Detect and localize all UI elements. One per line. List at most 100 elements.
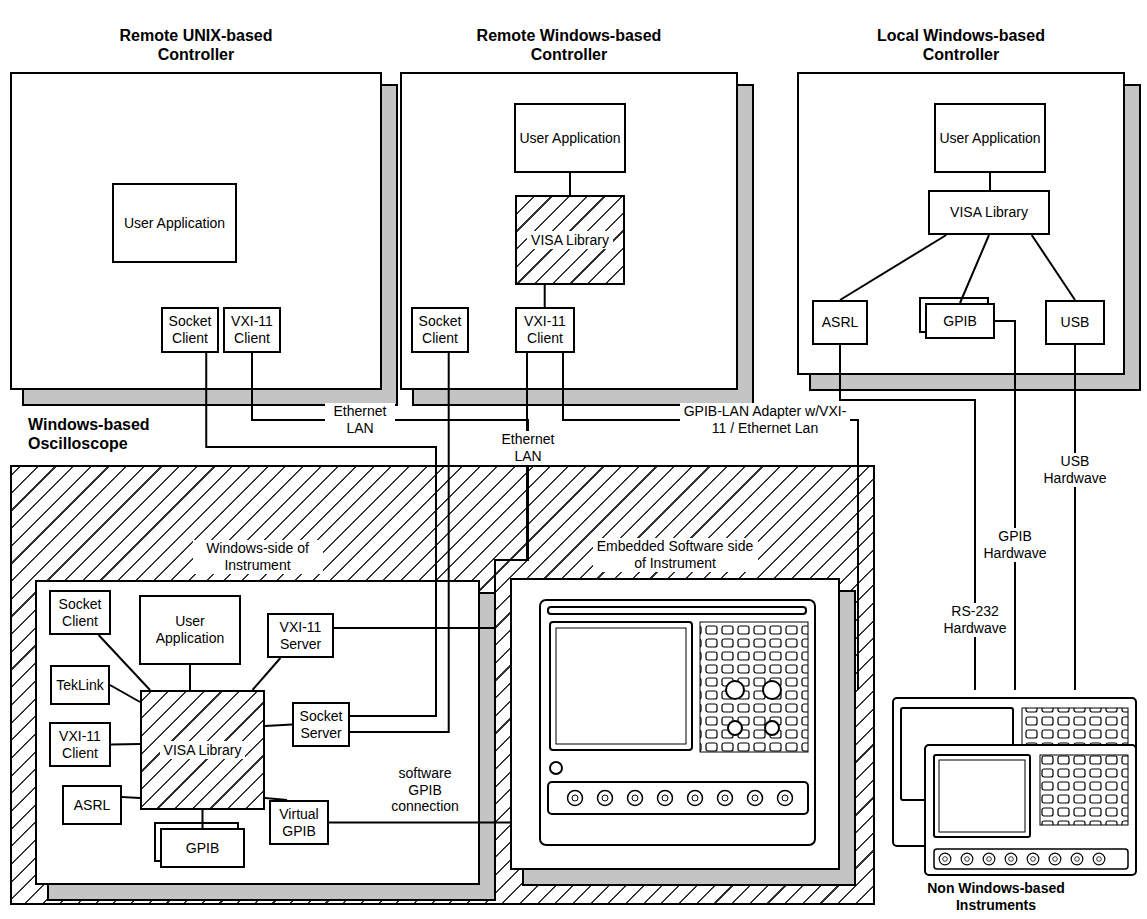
connector-label: USB Hardwave [1039, 453, 1111, 487]
illustration-part [983, 853, 995, 865]
port-block: USB [1045, 300, 1105, 345]
box-label: VXI-11 Client [228, 313, 276, 347]
heading-holder: Windows-based Oscilloscope [28, 415, 178, 453]
port-block: Socket Client [49, 590, 111, 635]
illustration-part [548, 782, 808, 814]
box-heading: Remote Windows-based Controller [454, 26, 684, 64]
illustration-part [961, 853, 973, 865]
illustration-part [1071, 853, 1083, 865]
illustration-part [728, 721, 742, 735]
connector-line [202, 810, 204, 828]
connector-line [544, 285, 546, 307]
heading-holder: Local Windows-based Controller [846, 26, 1076, 64]
box-label: User Application [519, 130, 620, 147]
port-block: Socket Server [292, 702, 350, 747]
connector-line [99, 635, 150, 690]
connector-line [840, 345, 975, 690]
connector-line [329, 822, 510, 824]
connector-line [252, 353, 528, 628]
box-label: VXI-11 Server [272, 619, 329, 653]
illustration-part [550, 762, 562, 774]
illustration-part [550, 622, 692, 750]
box-label: ASRL [822, 314, 859, 331]
connector-line [569, 173, 571, 195]
port-block: Socket Client [411, 307, 469, 353]
connector-line [1074, 345, 1076, 690]
connector-line [111, 743, 140, 746]
heading-holder: Non Windows-based Instruments [911, 880, 1081, 914]
illustration-part [658, 791, 673, 806]
box-label: Socket Client [166, 313, 214, 347]
controller-box: Remote UNIX-based ControllerUser Applica… [10, 72, 382, 390]
embedded-side-box: Embedded Software side of Instrument [510, 578, 840, 870]
box-label: User Application [939, 130, 1040, 147]
illustration-part [765, 721, 779, 735]
illustration-part [925, 745, 1136, 875]
illustration-part [1027, 853, 1039, 865]
windows-side-box: Windows-side of InstrumentSocket ClientU… [35, 580, 480, 885]
illustration-part [763, 681, 781, 699]
connector-label: GPIB-LAN Adapter w/VXI-11 / Ethernet Lan [680, 403, 850, 437]
connector-line [265, 798, 287, 800]
connector-label: GPIB Hardwave [979, 528, 1051, 562]
box-heading: Remote UNIX-based Controller [101, 26, 291, 64]
box-label: VXI-11 Client [54, 728, 106, 762]
heading-holder: Embedded Software side of Instrument [593, 538, 758, 572]
illustration-part [718, 791, 733, 806]
connector-line [189, 665, 191, 690]
connector-line [110, 685, 140, 702]
port-block: VXI-11 Client [223, 307, 281, 353]
connector-line [265, 725, 292, 727]
edge-label-holder: software GPIB connection [385, 765, 465, 816]
box-label: GPIB [186, 840, 219, 857]
edge-label-holder: GPIB Hardwave [979, 528, 1051, 562]
port-block: GPIB [925, 303, 995, 339]
box-label: User Application [144, 613, 236, 647]
illustration-part [548, 607, 806, 614]
visa-library-block: VISA Library [515, 195, 625, 285]
connector-label: RS-232 Hardwave [939, 603, 1011, 637]
illustration-part [939, 760, 1025, 832]
visa-library-block: VISA Library [928, 190, 1050, 235]
heading-holder: Remote UNIX-based Controller [101, 26, 291, 64]
box-label: GPIB [943, 313, 976, 330]
controller-box: Remote Windows-based ControllerUser Appl… [400, 72, 738, 390]
port-block: ASRL [812, 300, 868, 345]
oscilloscope-drawing [540, 600, 815, 845]
connector-line [334, 353, 527, 628]
box-label: TekLink [56, 677, 103, 694]
box-label: Socket Client [416, 313, 464, 347]
box-label: Socket Client [54, 596, 106, 630]
connector-line [989, 173, 991, 190]
connector-line [122, 797, 140, 798]
heading-holder: Remote Windows-based Controller [454, 26, 684, 64]
port-block: ASRL [62, 785, 122, 825]
illustration-part [540, 600, 815, 845]
software-block: User Application [934, 103, 1046, 173]
connector-label: Ethernet LAN [493, 431, 563, 465]
illustration-part [934, 849, 1128, 869]
port-block: GPIB [160, 828, 245, 868]
heading-holder: Windows-side of Instrument [193, 540, 323, 574]
box-heading: Windows-side of Instrument [193, 540, 323, 574]
software-block: TekLink [50, 665, 110, 705]
edge-label-holder: USB Hardwave [1039, 453, 1111, 487]
box-label: VISA Library [527, 231, 613, 250]
box-label: USB [1061, 314, 1090, 331]
connector-line [840, 235, 946, 300]
connector-label: Ethernet LAN [325, 403, 395, 437]
port-block: VXI-11 Server [267, 613, 334, 658]
illustration-part [939, 853, 951, 865]
instruments-drawing [893, 698, 1136, 875]
software-block: User Application [139, 595, 241, 665]
illustration-part [934, 755, 1030, 837]
edge-label-holder: RS-232 Hardwave [939, 603, 1011, 637]
software-block: User Application [112, 183, 237, 263]
connector-label: software GPIB connection [385, 765, 465, 815]
box-heading: Non Windows-based Instruments [911, 880, 1081, 914]
illustration-part [700, 622, 808, 752]
illustration-part [628, 791, 643, 806]
connector-line [1032, 235, 1075, 300]
controller-box: Local Windows-based ControllerUser Appli… [797, 72, 1125, 375]
